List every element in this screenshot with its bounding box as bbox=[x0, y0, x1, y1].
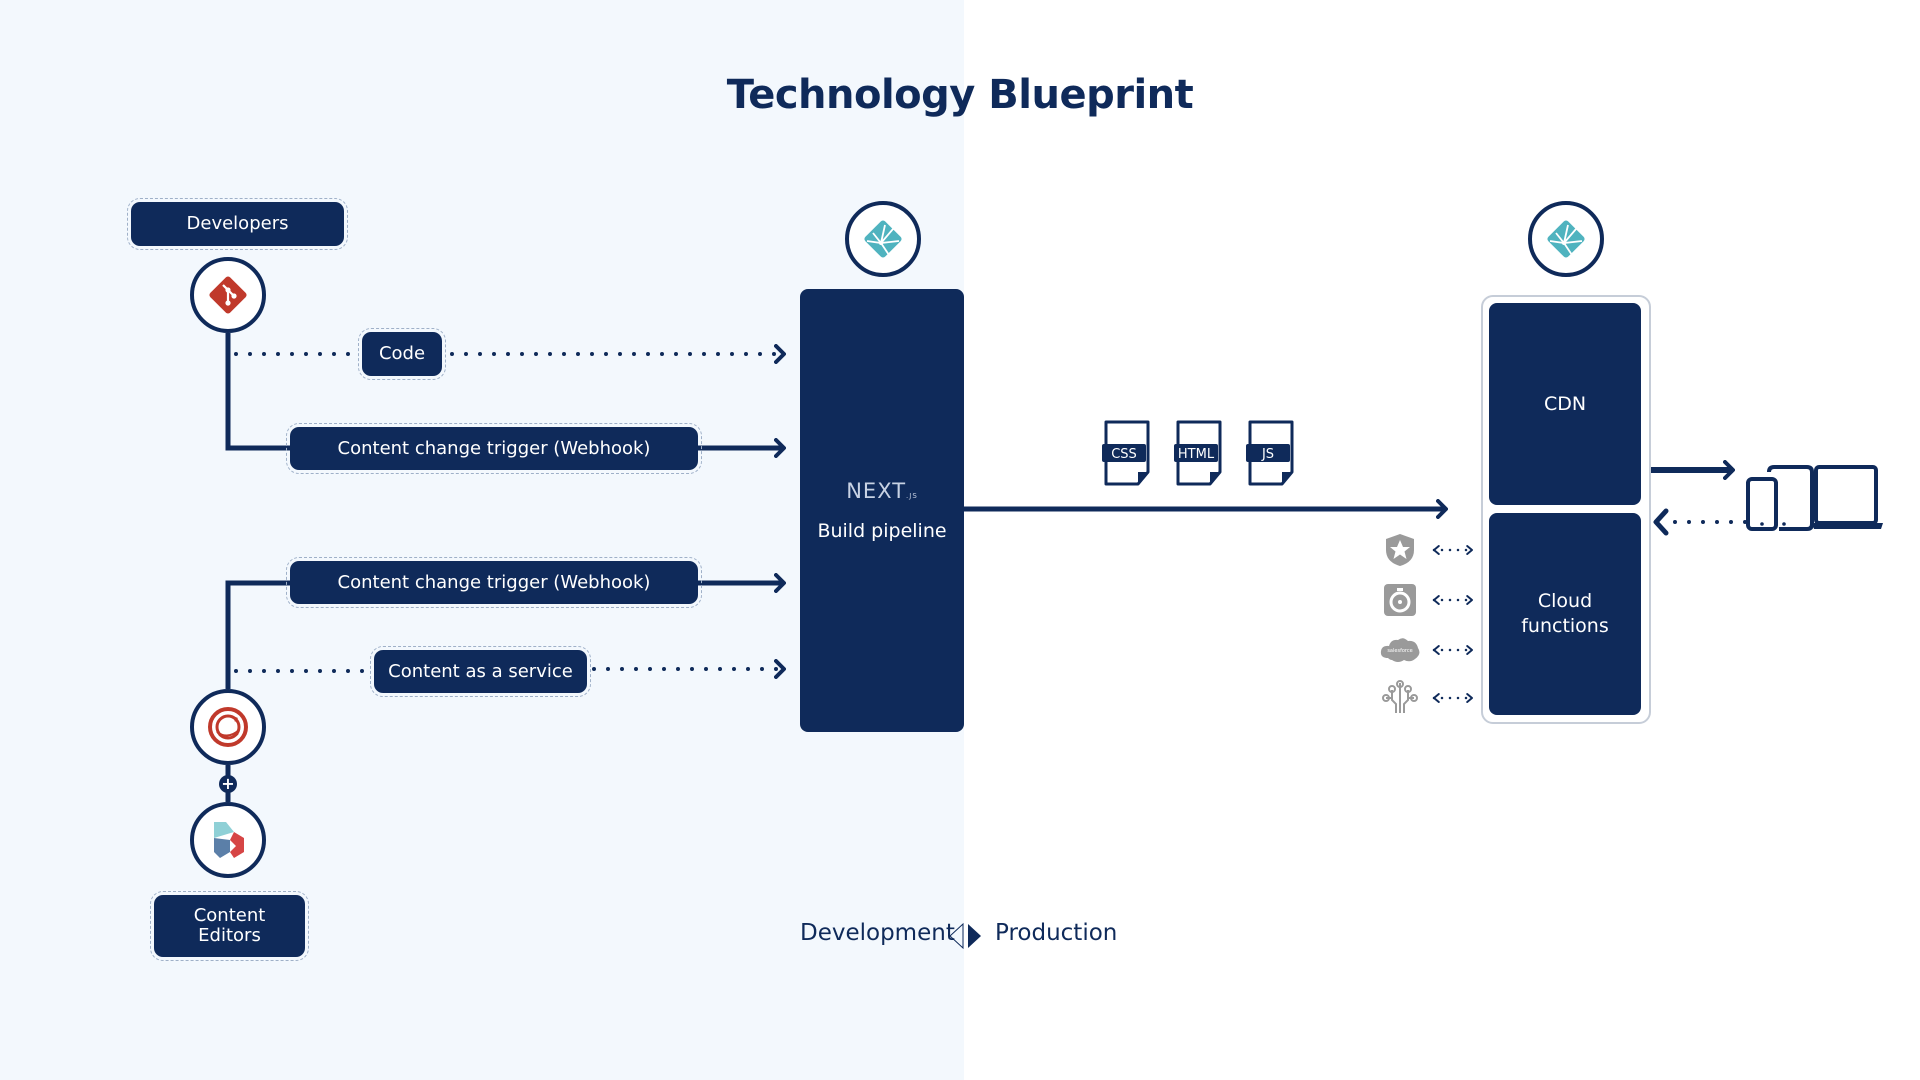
devices-icon bbox=[1746, 465, 1883, 531]
build-pipeline-label: Build pipeline bbox=[817, 519, 947, 542]
developers-label: Developers bbox=[127, 198, 348, 250]
ai-brain-icon bbox=[1382, 680, 1418, 713]
file-js-icon: JS bbox=[1246, 418, 1294, 486]
netlify-icon bbox=[864, 220, 902, 258]
content-as-a-service-text: Content as a service bbox=[388, 660, 573, 682]
build-pipeline-box[interactable]: NEXT.JS Build pipeline bbox=[800, 289, 964, 732]
code-label: Code bbox=[358, 328, 446, 380]
nextjs-logo-suffix: .JS bbox=[906, 491, 918, 500]
file-type-label: CSS bbox=[1111, 447, 1137, 462]
webhook-dev-text: Content change trigger (Webhook) bbox=[337, 437, 651, 459]
legend-production: Production bbox=[995, 920, 1118, 946]
content-stem-line bbox=[225, 580, 290, 689]
nextjs-logo-text: NEXT bbox=[846, 478, 907, 503]
dev-stem-line bbox=[225, 333, 290, 451]
content-editors-text: Content Editors bbox=[193, 905, 266, 946]
git-node[interactable] bbox=[190, 257, 266, 333]
cdn-label: CDN bbox=[1543, 392, 1587, 415]
salesforce-icon: salesforce bbox=[1380, 638, 1420, 662]
auth0-icon bbox=[1386, 534, 1414, 566]
content-as-a-service-label: Content as a service bbox=[370, 646, 591, 697]
nextjs-logo: NEXT.JS bbox=[846, 478, 918, 505]
netlify-build-node[interactable] bbox=[845, 201, 921, 277]
netlify-prod-node[interactable] bbox=[1528, 201, 1604, 277]
integration-arrows bbox=[1432, 545, 1474, 703]
netlify-icon bbox=[1547, 220, 1585, 258]
cdn-box[interactable]: CDN bbox=[1489, 303, 1641, 505]
stopwatch-icon bbox=[1384, 584, 1416, 616]
cloud-functions-box[interactable]: Cloud functions bbox=[1489, 513, 1641, 715]
file-css-icon: CSS bbox=[1102, 418, 1150, 486]
developers-text: Developers bbox=[186, 213, 289, 235]
webhook-content-label: Content change trigger (Webhook) bbox=[286, 557, 702, 608]
sitecore-icon bbox=[208, 707, 248, 747]
webhook-dev-label: Content change trigger (Webhook) bbox=[286, 423, 702, 474]
git-icon bbox=[209, 276, 247, 314]
plus-icon: + bbox=[219, 775, 237, 793]
file-type-label: HTML bbox=[1178, 447, 1215, 462]
cloud-functions-label: Cloud functions bbox=[1521, 590, 1609, 637]
return-chevron bbox=[1653, 508, 1669, 536]
legend-development: Development bbox=[800, 920, 955, 946]
sitecore-node[interactable] bbox=[190, 689, 266, 765]
content-hub-node[interactable] bbox=[190, 802, 266, 878]
content-editors-label: Content Editors bbox=[150, 891, 309, 961]
file-html-icon: HTML bbox=[1174, 418, 1222, 486]
code-text: Code bbox=[378, 343, 426, 365]
content-hub-icon bbox=[214, 822, 244, 858]
page-title: Technology Blueprint bbox=[726, 72, 1194, 118]
webhook-content-text: Content change trigger (Webhook) bbox=[337, 571, 651, 593]
file-type-label: JS bbox=[1261, 447, 1274, 462]
legend-toggle-icon bbox=[949, 922, 981, 950]
salesforce-icon-text: salesforce bbox=[1387, 648, 1412, 654]
